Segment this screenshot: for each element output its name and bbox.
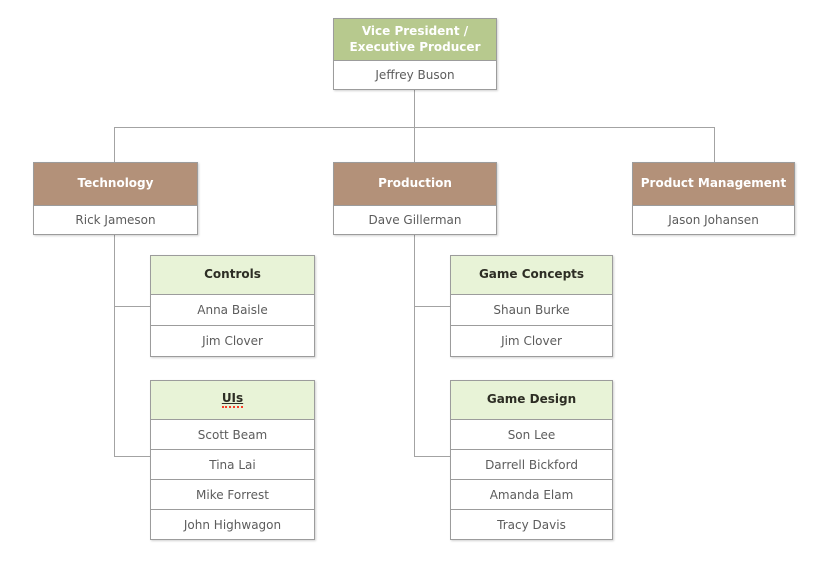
member-name: Jim Clover (151, 325, 314, 356)
member-name: Jason Johansen (633, 205, 794, 234)
org-node-product-management[interactable]: Product Management Jason Johansen (632, 162, 795, 235)
technology-title: Technology (34, 163, 197, 205)
member-name: Dave Gillerman (334, 205, 496, 234)
game-design-title: Game Design (451, 381, 612, 419)
vp-title-line1: Vice President / (361, 23, 469, 38)
member-name: Darrell Bickford (451, 449, 612, 479)
member-name: Rick Jameson (34, 205, 197, 234)
member-name: Scott Beam (151, 419, 314, 449)
connector-production-trunk (414, 235, 415, 457)
member-name: Mike Forrest (151, 479, 314, 509)
member-name: Tina Lai (151, 449, 314, 479)
uis-title-text: UIs (221, 392, 244, 408)
connector-game-concepts-stub (414, 306, 450, 307)
org-node-production[interactable]: Production Dave Gillerman (333, 162, 497, 235)
production-title: Production (334, 163, 496, 205)
org-node-uis[interactable]: UIs Scott Beam Tina Lai Mike Forrest Joh… (150, 380, 315, 540)
member-name: Amanda Elam (451, 479, 612, 509)
org-node-controls[interactable]: Controls Anna Baisle Jim Clover (150, 255, 315, 357)
member-name: Shaun Burke (451, 294, 612, 325)
connector-technology-trunk (114, 235, 115, 457)
org-node-vp[interactable]: Vice President / Executive Producer Jeff… (333, 18, 497, 90)
game-concepts-title: Game Concepts (451, 256, 612, 294)
member-name: Tracy Davis (451, 509, 612, 539)
org-node-game-concepts[interactable]: Game Concepts Shaun Burke Jim Clover (450, 255, 613, 357)
connector-product-management-drop (714, 127, 715, 162)
connector-controls-stub (114, 306, 150, 307)
member-name: Jeffrey Buson (334, 60, 496, 89)
controls-title: Controls (151, 256, 314, 294)
member-name: Anna Baisle (151, 294, 314, 325)
connector-technology-drop (114, 127, 115, 162)
connector-production-drop (414, 127, 415, 162)
org-node-technology[interactable]: Technology Rick Jameson (33, 162, 198, 235)
connector-uis-stub (114, 456, 150, 457)
product-management-title: Product Management (633, 163, 794, 205)
vp-title-line2: Executive Producer (349, 39, 481, 54)
org-node-game-design[interactable]: Game Design Son Lee Darrell Bickford Ama… (450, 380, 613, 540)
connector-vp-down (414, 90, 415, 127)
member-name: Jim Clover (451, 325, 612, 356)
vp-title: Vice President / Executive Producer (334, 19, 496, 60)
uis-title: UIs (151, 381, 314, 419)
connector-game-design-stub (414, 456, 450, 457)
member-name: John Highwagon (151, 509, 314, 539)
member-name: Son Lee (451, 419, 612, 449)
